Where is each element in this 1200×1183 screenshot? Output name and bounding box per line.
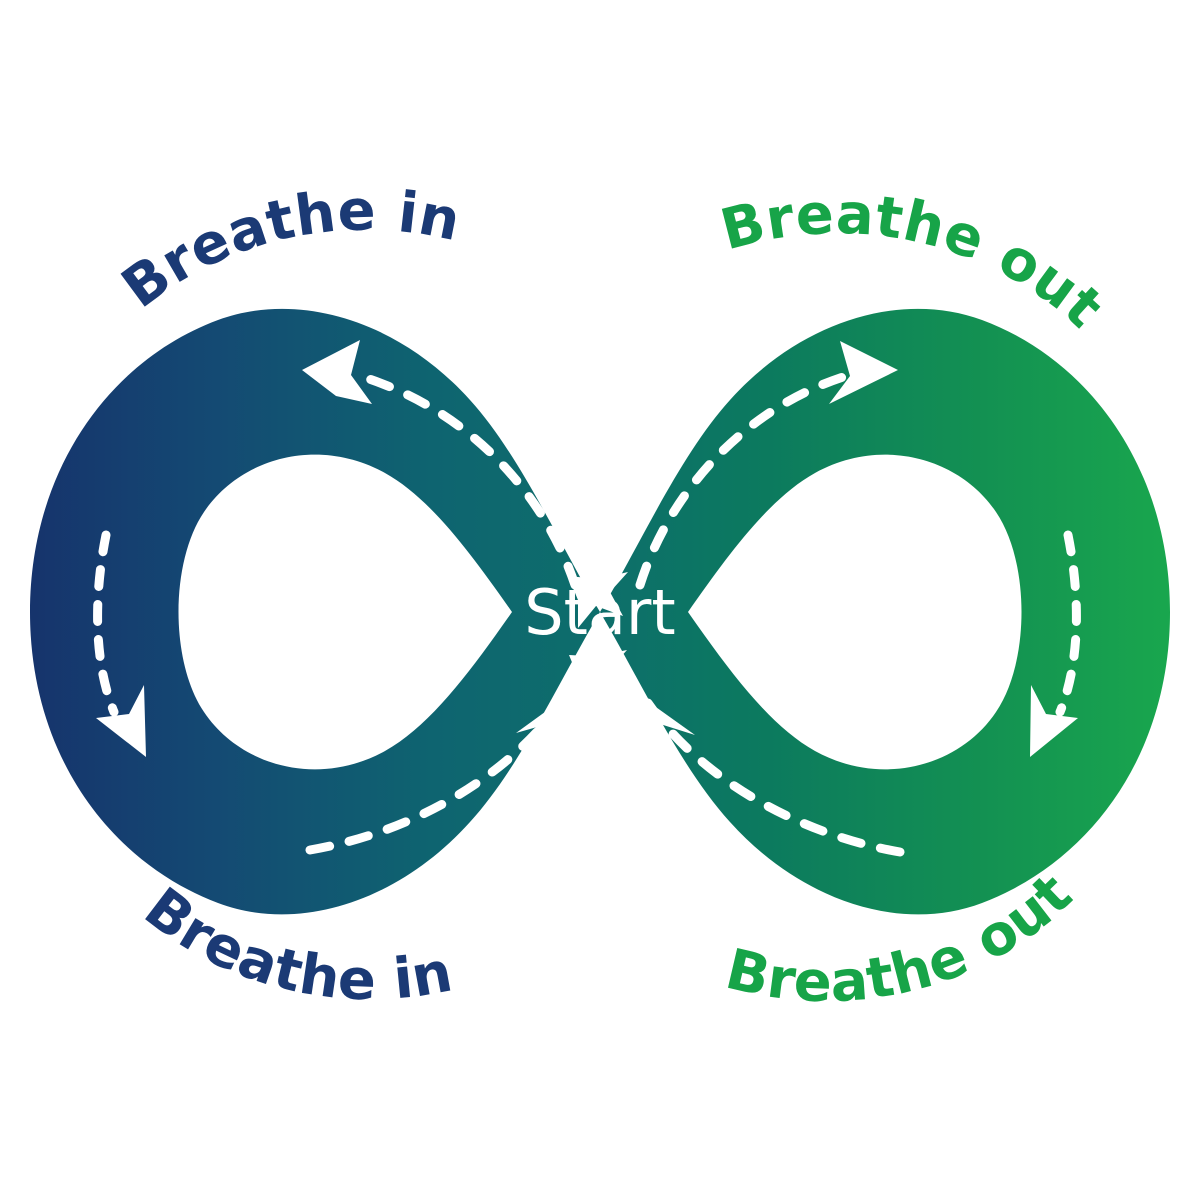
left-edge-arrow xyxy=(93,530,146,757)
start-label: Start xyxy=(524,576,675,649)
right-edge-arrow xyxy=(1030,530,1081,757)
star-sparkle-icon-bottom xyxy=(569,634,627,703)
upper-right-arrow xyxy=(635,341,898,590)
lower-right-arrow xyxy=(632,690,905,857)
star-sparkle-icon-top xyxy=(568,554,628,628)
upper-left-arrow xyxy=(302,340,580,590)
lower-left-arrow xyxy=(305,688,578,855)
